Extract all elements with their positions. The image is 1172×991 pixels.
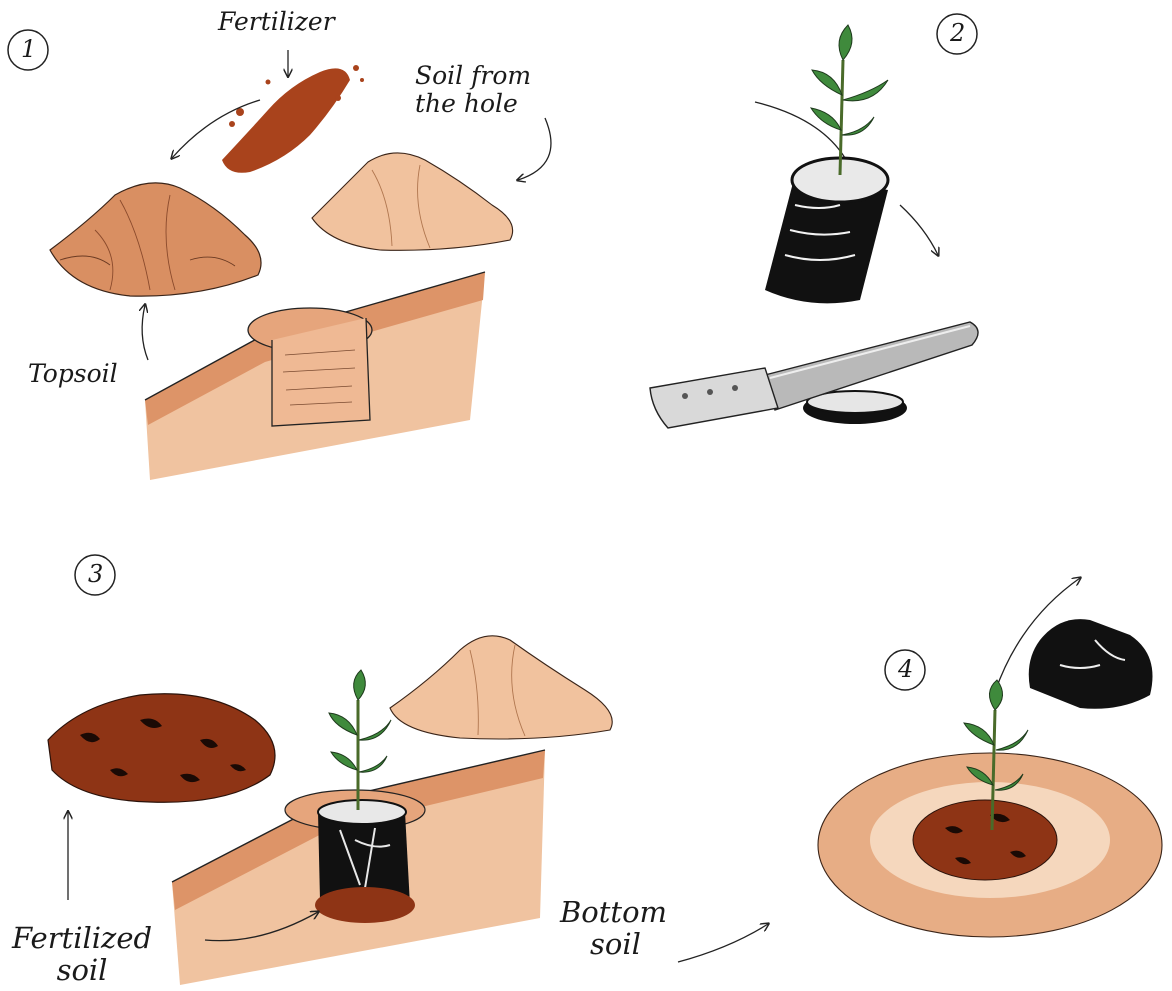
discarded-bag bbox=[1029, 619, 1153, 709]
cut-arrow-lower bbox=[900, 205, 938, 255]
hole-soil-pile bbox=[312, 153, 513, 250]
soil-from-hole-line-1: Soil from bbox=[415, 62, 531, 90]
bottom-soil-label: Bottom soil bbox=[560, 896, 667, 961]
fertilized-soil-pile bbox=[48, 694, 275, 803]
fertilizer-pile bbox=[222, 65, 364, 173]
step-2-scene bbox=[650, 14, 978, 428]
topsoil-pile-3 bbox=[390, 636, 612, 739]
bottom-soil-line-2: soil bbox=[560, 928, 667, 960]
fertilized-soil-line-1: Fertilized bbox=[12, 922, 152, 954]
step-1-number: 1 bbox=[21, 35, 36, 63]
cut-arrow-upper bbox=[755, 102, 845, 158]
topsoil-arrow bbox=[142, 305, 148, 360]
fertilized-soil-label: Fertilized soil bbox=[12, 922, 152, 987]
step-4-number: 4 bbox=[898, 655, 913, 683]
fertilized-soil-line-2: soil bbox=[12, 954, 152, 986]
topsoil-pile bbox=[50, 183, 261, 296]
bottom-soil-line-1: Bottom bbox=[560, 896, 667, 928]
bottom-soil-arrow bbox=[678, 924, 768, 962]
step-2-number: 2 bbox=[950, 19, 965, 47]
step-4-scene bbox=[678, 578, 1162, 962]
step-3-number: 3 bbox=[88, 560, 103, 588]
soil-from-hole-line-2: the hole bbox=[415, 90, 531, 118]
soil-from-hole-label: Soil from the hole bbox=[415, 62, 531, 118]
fertilizer-label: Fertilizer bbox=[218, 8, 335, 36]
hole-soil-arrow bbox=[518, 118, 551, 180]
potted-seedling bbox=[765, 25, 888, 303]
topsoil-label: Topsoil bbox=[28, 360, 118, 388]
